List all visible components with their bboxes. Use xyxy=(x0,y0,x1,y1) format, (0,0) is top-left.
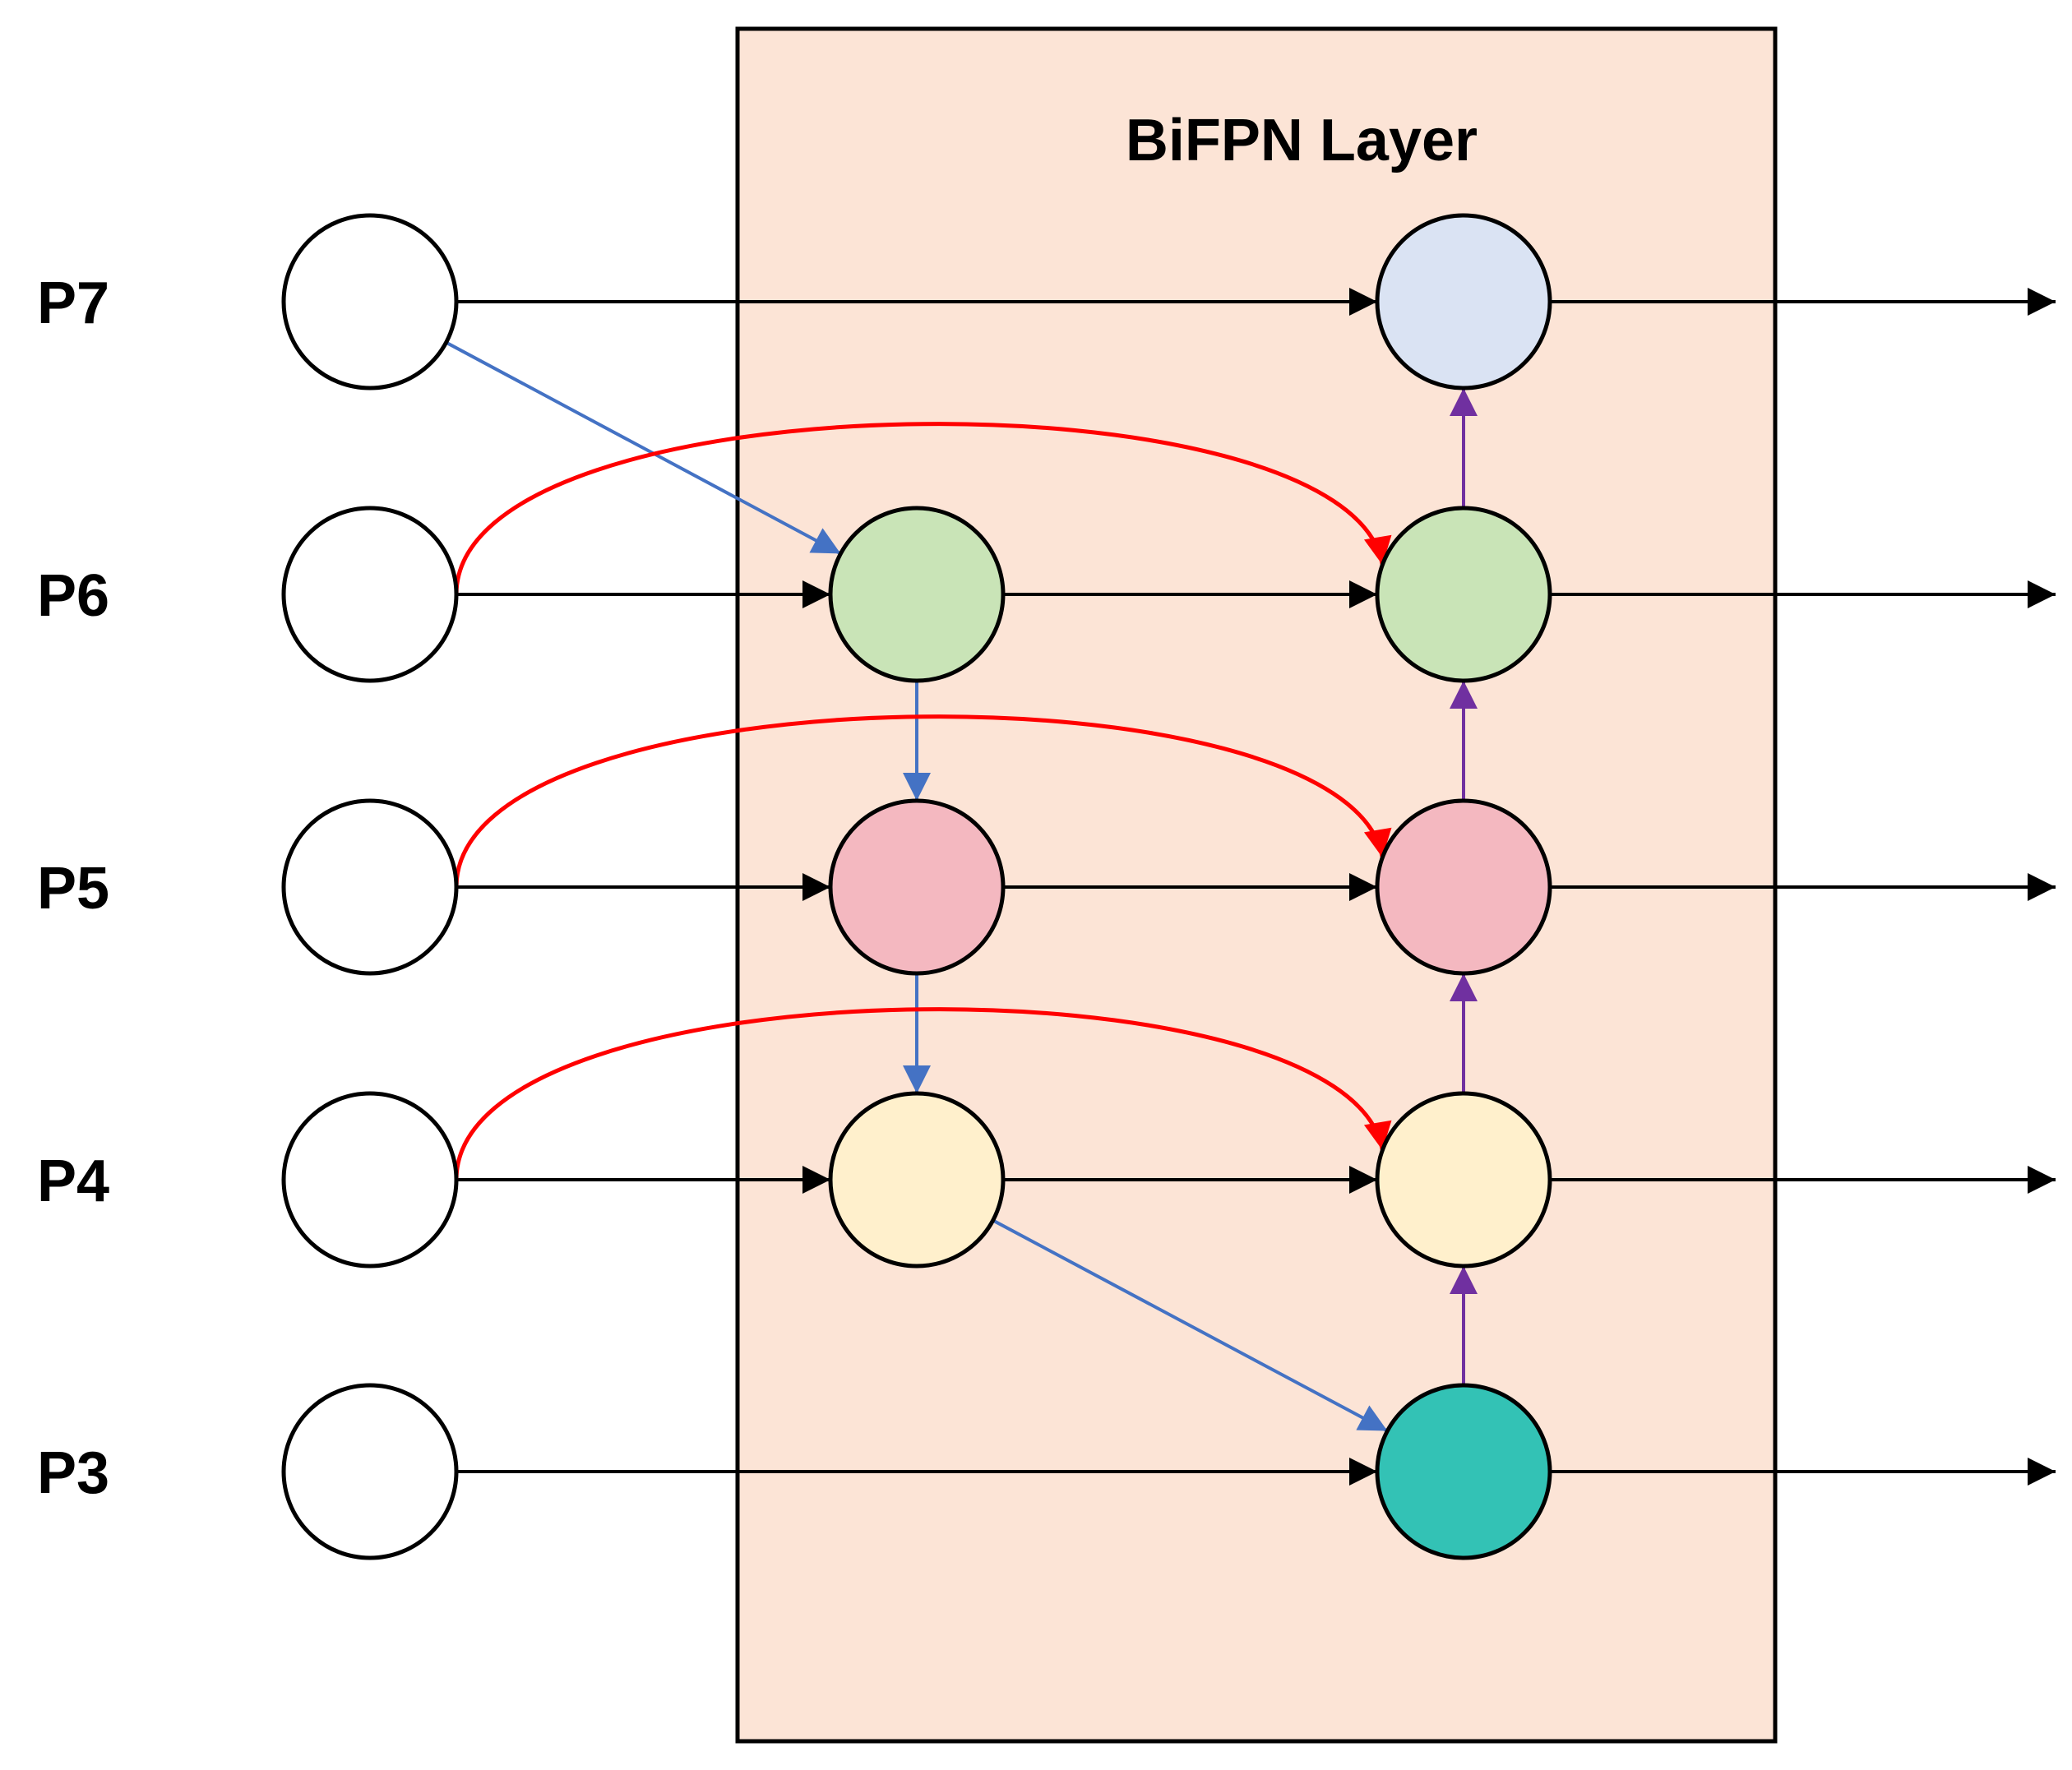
node-out-p6 xyxy=(1375,506,1552,683)
level-label-p7: P7 xyxy=(37,270,109,336)
node-in-p6 xyxy=(281,506,459,683)
node-out-p5 xyxy=(1375,798,1552,976)
edge-in-p7-to-td-p6 xyxy=(445,340,842,556)
edge-in-p6-to-out-p6 xyxy=(454,422,1392,595)
level-label-p4: P4 xyxy=(37,1148,109,1214)
node-td-p4 xyxy=(828,1091,1006,1269)
node-td-p5 xyxy=(828,798,1006,976)
nodes xyxy=(281,213,1552,1560)
node-in-p7 xyxy=(281,213,459,391)
edges xyxy=(445,288,2056,1486)
node-td-p6 xyxy=(828,506,1006,683)
node-out-p4 xyxy=(1375,1091,1552,1269)
level-label-p6: P6 xyxy=(37,563,109,629)
level-label-p5: P5 xyxy=(37,856,109,922)
edge-in-p5-to-out-p5 xyxy=(454,714,1392,888)
edge-in-p4-to-out-p4 xyxy=(454,1007,1392,1181)
node-out-p3 xyxy=(1375,1383,1552,1560)
node-in-p4 xyxy=(281,1091,459,1269)
edge-td-p4-to-out-p3 xyxy=(992,1218,1389,1433)
node-out-p7 xyxy=(1375,213,1552,391)
layer-title: BiFPN Layer xyxy=(1126,108,1478,173)
node-in-p3 xyxy=(281,1383,459,1560)
level-label-p3: P3 xyxy=(37,1440,109,1506)
node-in-p5 xyxy=(281,798,459,976)
